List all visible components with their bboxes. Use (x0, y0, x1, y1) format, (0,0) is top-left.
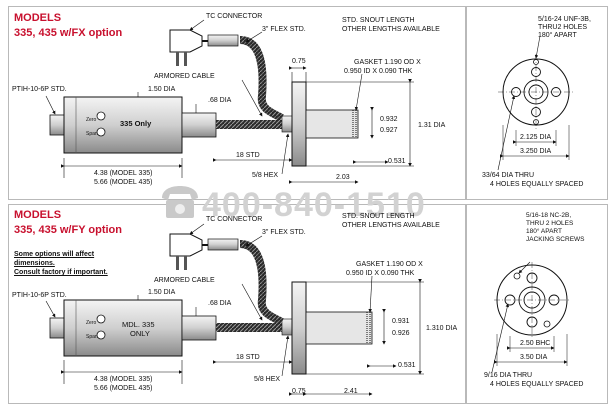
top-len435-label: 5.66 (MODEL 435) (94, 179, 153, 186)
bottom-d18-label: 18 STD (236, 354, 260, 361)
bottom-gasket-label-1: GASKET 1.190 OD X (356, 261, 423, 268)
top-tc-connector-label: TC CONNECTOR (206, 13, 263, 20)
bottom-title-models: MODELS (14, 209, 62, 221)
top-d18-label: 18 STD (236, 152, 260, 159)
bottom-snout-label-2: OTHER LENGTHS AVAILABLE (342, 222, 440, 229)
top-dimensions (45, 19, 414, 184)
bottom-flange-holes-1: 5/16-18 NC-2B, (526, 212, 572, 219)
top-gasket-label-1: GASKET 1.190 OD X (354, 59, 421, 66)
top-flange-end-view (497, 35, 574, 171)
bottom-zero-label: Zero (86, 320, 97, 326)
bottom-flange-holes-3: 180° APART (526, 228, 562, 235)
bottom-d250-label: 2.50 BHC (520, 340, 551, 347)
bottom-d350-label: 3.50 DIA (520, 354, 548, 361)
top-d0932-label: 0.932 (380, 116, 398, 123)
bottom-flange-holes-4: JACKING SCREWS (526, 236, 585, 243)
top-dia68-label: .68 DIA (208, 97, 232, 104)
top-d2125-label: 2.125 DIA (520, 134, 552, 141)
top-flange-holes-2: THRU2 HOLES (538, 24, 588, 31)
top-d0531-label: 0.531 (388, 158, 406, 165)
bottom-snout-label-1: STD. SNOUT LENGTH (342, 213, 415, 220)
bottom-d0926-label: 0.926 (392, 330, 410, 337)
top-tc-connector (169, 29, 208, 66)
bottom-dia1310-label: 1.310 DIA (426, 325, 458, 332)
top-snout-label-2: OTHER LENGTHS AVAILABLE (342, 26, 440, 33)
bottom-d0931-label: 0.931 (392, 318, 410, 325)
bottom-d075-label: 0.75 (292, 388, 306, 395)
top-flex-label: 3" FLEX STD. (262, 26, 306, 33)
bottom-sensor-body (49, 299, 217, 357)
top-flange (291, 81, 359, 167)
top-span-label: Span (86, 131, 98, 137)
top-len335-label: 4.38 (MODEL 335) (94, 170, 153, 177)
top-armored-label: ARMORED CABLE (154, 73, 215, 80)
top-sensor-body (49, 96, 217, 154)
top-flange-panel (466, 6, 608, 200)
bottom-tc-connector (169, 233, 208, 270)
bottom-d241-label: 2.41 (344, 388, 358, 395)
bottom-ptih-label: PTIH-10-6P STD. (12, 292, 67, 299)
bottom-mdl-label-1: MDL. 335 (122, 320, 155, 329)
bottom-span-label: Span (86, 334, 98, 340)
top-ptih-label: PTIH-10-6P STD. (12, 86, 67, 93)
top-dia150-label: 1.50 DIA (148, 86, 176, 93)
top-only-label: 335 Only (120, 119, 152, 128)
telephone-icon (162, 186, 198, 218)
bottom-flex-cable (207, 238, 284, 326)
top-d203-label: 2.03 (336, 174, 350, 181)
bottom-flange-holes-2: THRU 2 HOLES (526, 220, 574, 227)
bottom-d0531-label: 0.531 (398, 362, 416, 369)
bottom-flange (291, 281, 373, 375)
bottom-len335-label: 4.38 (MODEL 335) (94, 376, 153, 383)
top-dia131-label: 1.31 DIA (418, 122, 446, 129)
top-thru-label-1: 33/64 DIA THRU (482, 172, 535, 179)
bottom-thru-label-1: 9/16 DIA THRU (484, 372, 533, 379)
bottom-len435-label: 5.66 (MODEL 435) (94, 385, 153, 392)
top-snout-label-1: STD. SNOUT LENGTH (342, 17, 415, 24)
bottom-flange-end-view (491, 261, 570, 373)
top-flange-holes-1: 5/16-24 UNF-3B, (538, 16, 591, 23)
watermark-phone-number: 400-840-1510 (202, 186, 426, 224)
top-hex-label: 5/8 HEX (252, 172, 279, 179)
bottom-note-3: Consult factory if important. (14, 269, 108, 276)
bottom-thru-label-2: 4 HOLES EQUALLY SPACED (490, 381, 584, 388)
top-d075-label: 0.75 (292, 58, 306, 65)
bottom-flex-label: 3" FLEX STD. (262, 229, 306, 236)
bottom-flange-panel (466, 204, 608, 404)
bottom-hex-label: 5/8 HEX (254, 376, 281, 383)
top-d3250-label: 3.250 DIA (520, 148, 552, 155)
bottom-gasket-label-2: 0.950 ID X 0.090 THK (346, 270, 415, 277)
bottom-armored-label: ARMORED CABLE (154, 277, 215, 284)
bottom-dia68-label: .68 DIA (208, 300, 232, 307)
bottom-dimensions (45, 223, 424, 396)
bottom-mdl-label-2: ONLY (130, 329, 150, 338)
bottom-dia150-label: 1.50 DIA (148, 289, 176, 296)
bottom-tc-connector-label: TC CONNECTOR (206, 216, 263, 223)
top-zero-label: Zero (86, 117, 97, 123)
top-thru-label-2: 4 HOLES EQUALLY SPACED (490, 181, 584, 188)
bottom-note-1: Some options will affect (14, 251, 95, 258)
top-gasket-label-2: 0.950 ID X 0.090 THK (344, 68, 413, 75)
top-title-option: 335, 435 w/FX option (14, 27, 123, 39)
bottom-note-2: dimensions. (14, 260, 55, 267)
bottom-title-option: 335, 435 w/FY option (14, 224, 122, 236)
top-title-models: MODELS (14, 12, 62, 24)
top-d0927-label: 0.927 (380, 127, 398, 134)
top-flange-holes-3: 180° APART (538, 32, 577, 39)
top-flex-cable (207, 34, 284, 122)
